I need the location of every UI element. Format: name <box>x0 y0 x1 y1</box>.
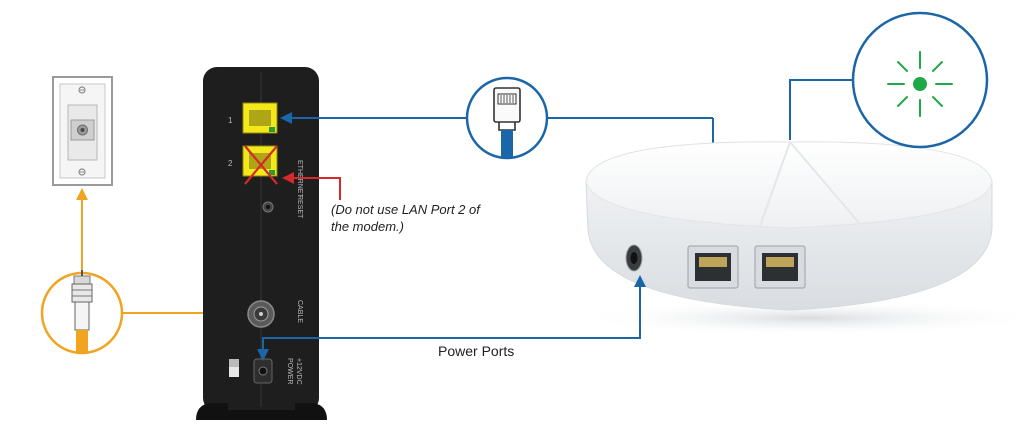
led-indicator-icon <box>853 13 987 147</box>
port-number-2: 2 <box>228 159 233 168</box>
ethernet-label: ETHERNET <box>296 160 303 198</box>
coax-wall-outlet-icon <box>53 77 112 185</box>
reset-label: RESET <box>296 195 303 219</box>
power-label: POWER <box>286 358 293 384</box>
cable-label: CABLE <box>296 300 303 323</box>
port-number-1: 1 <box>228 116 233 125</box>
lan-port-warning-note: (Do not use LAN Port 2 of the modem.) <box>331 201 501 235</box>
router-ethernet-port-1 <box>688 246 738 288</box>
coax-connector-icon <box>42 270 122 353</box>
cable-modem: 1 2 ETHERNET RESET CABLE POWER +12VDC <box>196 67 327 420</box>
power-ports-label: Power Ports <box>438 343 514 359</box>
led-callout-line <box>790 80 858 140</box>
mesh-router <box>575 142 1024 336</box>
voltage-label: +12VDC <box>295 358 302 385</box>
ethernet-plug-icon <box>467 78 547 158</box>
coax-to-outlet-arrow <box>76 188 88 275</box>
router-ethernet-port-2 <box>755 246 805 288</box>
